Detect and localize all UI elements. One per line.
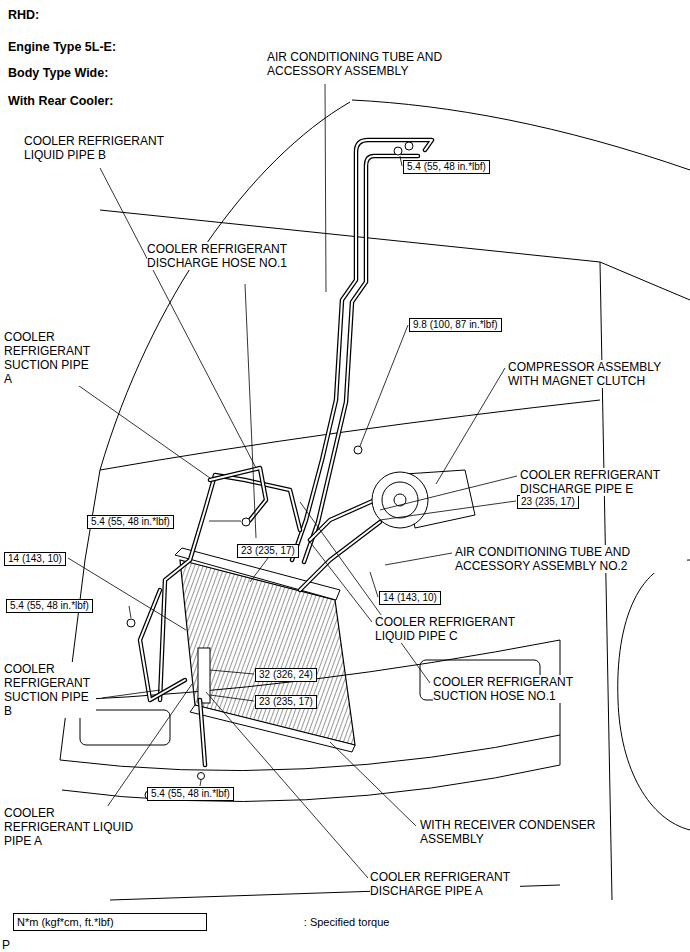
drawing-part bbox=[400, 156, 402, 166]
drawing-part bbox=[210, 468, 266, 520]
condition-heading: Engine Type 5L-E: bbox=[8, 40, 208, 54]
part-name: AIR CONDITIONING TUBE AND ACCESSORY ASSE… bbox=[267, 50, 462, 78]
torque-value: 5.4 (55, 48 in.*lbf) bbox=[407, 161, 486, 172]
torque-value: 14 (143, 10) bbox=[383, 592, 437, 603]
torque-value: 5.4 (55, 48 in.*lbf) bbox=[10, 600, 89, 611]
drawing-part bbox=[385, 553, 452, 565]
torque-value: 14 (143, 10) bbox=[8, 553, 62, 564]
drawing-part bbox=[85, 102, 350, 560]
torque-box: 5.4 (55, 48 in.*lbf) bbox=[87, 515, 174, 529]
torque-legend-box: N*m (kgf*cm, ft.*lbf): Specified torque bbox=[13, 913, 207, 931]
drawing-part bbox=[304, 156, 418, 562]
drawing-part bbox=[354, 446, 362, 454]
drawing-part bbox=[300, 522, 380, 590]
drawing-part bbox=[382, 482, 418, 518]
refrigerant-tubes bbox=[140, 140, 432, 765]
part-name: P bbox=[2, 938, 22, 952]
drawing-part bbox=[102, 690, 160, 698]
drawing-part bbox=[160, 475, 300, 700]
torque-value: N*m (kgf*cm, ft.*lbf) bbox=[17, 916, 114, 928]
drawing-part bbox=[394, 147, 402, 155]
leader-lines bbox=[62, 84, 517, 878]
drawing-part bbox=[68, 558, 186, 630]
torque-value: 23 (235, 17) bbox=[521, 496, 575, 507]
drawing-part bbox=[100, 400, 600, 470]
part-name: COOLER REFRIGERANT DISCHARGE HOSE NO.1 bbox=[147, 242, 297, 270]
legend-text: : Specified torque bbox=[300, 916, 390, 928]
torque-box: 23 (235, 17) bbox=[237, 544, 299, 558]
part-name: AIR CONDITIONING TUBE AND ACCESSORY ASSE… bbox=[455, 545, 687, 573]
part-name: COOLER REFRIGERANT SUCTION HOSE NO.1 bbox=[433, 675, 598, 703]
torque-box: 23 (235, 17) bbox=[255, 695, 317, 709]
drawing-part bbox=[380, 476, 517, 510]
drawing-part bbox=[210, 468, 266, 520]
drawing-part bbox=[190, 705, 355, 752]
torque-value: 23 (235, 17) bbox=[259, 696, 313, 707]
drawing-part bbox=[405, 142, 413, 150]
part-name: COOLER REFRIGERANT DISCHARGE PIPE A bbox=[370, 870, 520, 898]
drawing-part bbox=[200, 700, 205, 765]
van-body bbox=[60, 100, 690, 900]
drawing-part bbox=[380, 501, 516, 520]
part-name: COMPRESSOR ASSEMBLY WITH MAGNET CLUTCH bbox=[508, 360, 688, 388]
drawing-part bbox=[310, 542, 372, 622]
drawing-part bbox=[127, 619, 135, 627]
condition-heading: With Rear Cooler: bbox=[8, 94, 208, 108]
drawing-part bbox=[210, 695, 254, 701]
drawing-part bbox=[618, 560, 690, 830]
torque-box: 5.4 (55, 48 in.*lbf) bbox=[147, 787, 234, 801]
part-name: COOLER REFRIGERANT SUCTION PIPE A bbox=[4, 330, 96, 386]
drawing-part bbox=[300, 522, 380, 590]
drawing-part bbox=[200, 700, 205, 765]
drawing-part bbox=[292, 140, 432, 560]
drawing-part bbox=[160, 475, 300, 700]
part-name: COOLER REFRIGERANT DISCHARGE PIPE E bbox=[520, 468, 685, 496]
part-name: WITH RECEIVER CONDENSER ASSEMBLY bbox=[420, 818, 605, 846]
torque-value: 32 (326, 24) bbox=[259, 669, 313, 680]
drawing-part bbox=[206, 692, 368, 878]
torque-value: 5.4 (55, 48 in.*lbf) bbox=[91, 516, 170, 527]
drawing-part bbox=[360, 325, 408, 446]
drawing-part bbox=[209, 521, 241, 522]
torque-box: 14 (143, 10) bbox=[4, 552, 66, 566]
drawing-part bbox=[62, 374, 210, 478]
condition-heading: Body Type Wide: bbox=[8, 66, 208, 80]
drawing-part bbox=[198, 773, 205, 780]
part-name: COOLER REFRIGERANT LIQUID PIPE A bbox=[4, 806, 144, 848]
drawing-part bbox=[129, 606, 131, 618]
drawing-part bbox=[600, 262, 612, 900]
drawing-part bbox=[210, 670, 254, 674]
torque-box: 32 (326, 24) bbox=[255, 668, 317, 682]
drawing-part bbox=[200, 780, 201, 786]
torque-box: 9.8 (100, 87 in.*lbf) bbox=[409, 318, 502, 332]
torque-box: 14 (143, 10) bbox=[379, 591, 441, 605]
torque-box: 23 (235, 17) bbox=[517, 495, 579, 509]
drawing-part bbox=[242, 518, 250, 526]
drawing-part bbox=[370, 572, 378, 597]
torque-value: 5.4 (55, 48 in.*lbf) bbox=[151, 788, 230, 799]
drawing-part bbox=[292, 140, 432, 560]
torque-box: 5.4 (55, 48 in.*lbf) bbox=[6, 599, 93, 613]
drawing-part bbox=[330, 742, 416, 826]
part-name: COOLER REFRIGERANT SUCTION PIPE B bbox=[4, 662, 96, 718]
part-name: COOLER REFRIGERANT LIQUID PIPE C bbox=[375, 615, 535, 643]
drawing-part bbox=[436, 368, 505, 484]
torque-value: 23 (235, 17) bbox=[241, 545, 295, 556]
drawing-part bbox=[100, 168, 256, 468]
drawing-part bbox=[62, 765, 560, 802]
drawing-part bbox=[304, 156, 418, 562]
torque-value: 9.8 (100, 87 in.*lbf) bbox=[413, 319, 498, 330]
drawing-part bbox=[325, 84, 326, 292]
drawing-part bbox=[60, 560, 85, 760]
drawing-part bbox=[245, 284, 256, 538]
drawing-part bbox=[100, 210, 690, 300]
drawing-part bbox=[250, 558, 268, 582]
condition-heading: RHD: bbox=[8, 8, 208, 22]
part-name: COOLER REFRIGERANT LIQUID PIPE B bbox=[24, 134, 199, 162]
torque-box: 5.4 (55, 48 in.*lbf) bbox=[403, 160, 490, 174]
bolts bbox=[127, 142, 413, 799]
